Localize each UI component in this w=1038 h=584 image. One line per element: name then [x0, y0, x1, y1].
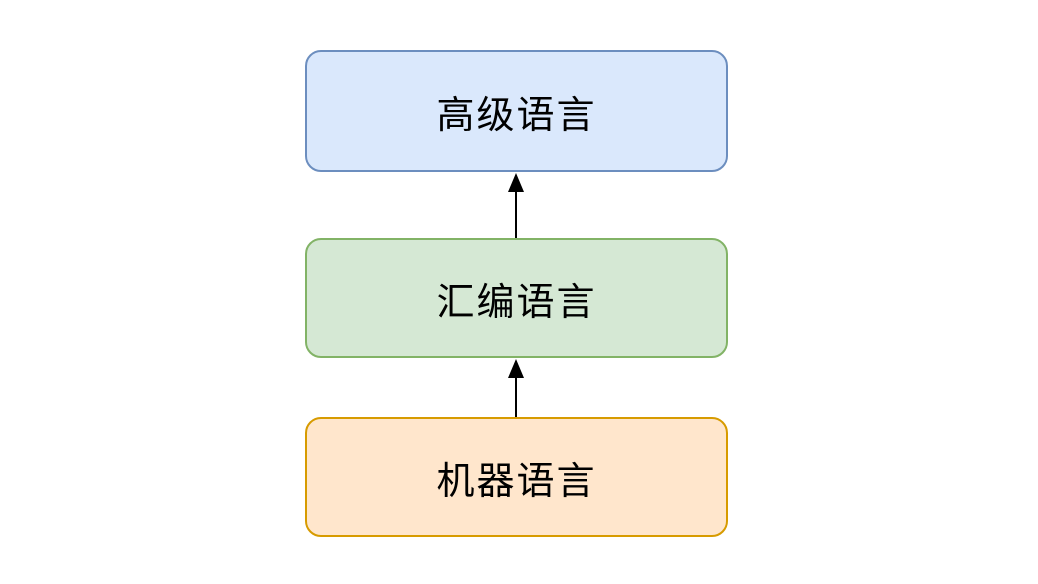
arrow-shaft [515, 185, 517, 238]
arrow-up-head-icon [508, 359, 524, 378]
arrow-up-head-icon [508, 173, 524, 192]
node-assembly-language: 汇编语言 [305, 238, 728, 358]
node-high-level-language-label: 高级语言 [436, 94, 597, 137]
node-high-level-language: 高级语言 [305, 50, 728, 172]
arrow-shaft [515, 371, 517, 417]
node-machine-language-label: 机器语言 [436, 460, 597, 503]
arrow-assembly-to-high-level [508, 173, 524, 238]
arrow-machine-to-assembly [508, 359, 524, 417]
node-assembly-language-label: 汇编语言 [436, 281, 597, 324]
node-machine-language: 机器语言 [305, 417, 728, 537]
